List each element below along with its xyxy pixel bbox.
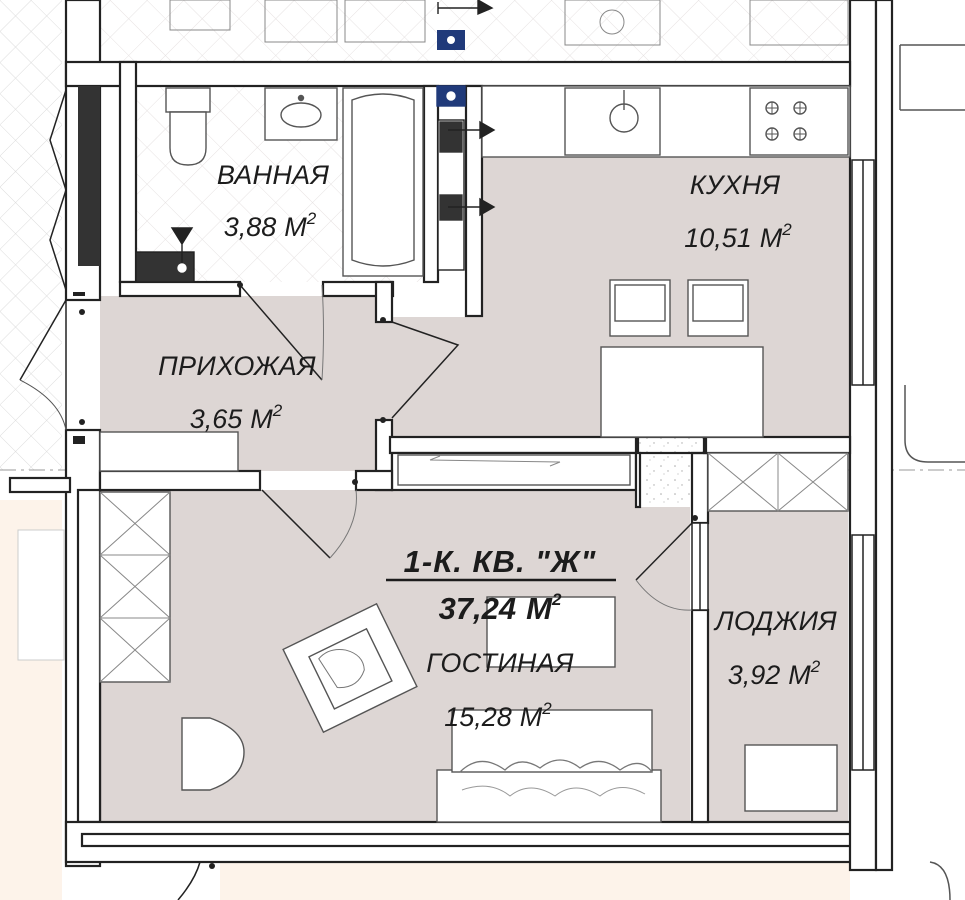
wall-hall-bottom-left <box>98 469 262 492</box>
doors <box>239 284 693 611</box>
wall-hall-kitchen-top <box>374 280 394 324</box>
sink-icon <box>280 102 322 128</box>
apartment-area-sup: 2 <box>551 590 562 609</box>
living-furniture <box>181 596 662 823</box>
dining-table <box>600 346 764 438</box>
bathroom-area-sup: 2 <box>306 209 317 228</box>
exterior-hatch <box>0 0 62 470</box>
hallway-area-value: 3,65 <box>190 404 244 434</box>
kitchen-area: 10,51 М2 <box>684 220 792 253</box>
upper-unit <box>70 0 850 62</box>
living-area-unit: М <box>520 702 543 732</box>
bathroom-area-value: 3,88 <box>224 212 277 242</box>
wall-left-inner <box>76 488 102 824</box>
door-kitchen <box>391 321 460 419</box>
outside-balcony-mid <box>904 385 965 463</box>
apartment-area-value: 37,24 <box>439 591 517 626</box>
outside-balcony-bottom <box>929 861 951 900</box>
armchair <box>282 602 418 734</box>
hallway-closet <box>99 431 239 472</box>
wall-loggia-top <box>702 435 852 455</box>
wall-entrance-stub <box>8 476 72 494</box>
wall-bath-bottom-left <box>118 280 242 298</box>
hallway-area-sup: 2 <box>272 401 283 420</box>
neighbour-area-bottom <box>220 862 850 900</box>
wall-bottom <box>64 820 878 864</box>
loggia-area-sup: 2 <box>810 657 821 676</box>
wall-bath-left <box>118 60 138 284</box>
bathroom-area-unit: М <box>284 212 307 242</box>
wall-loggia-top-left <box>690 451 710 525</box>
wall-hall-bottom-right <box>354 469 394 492</box>
living-area: 15,28 М2 <box>444 699 552 732</box>
living-name: ГОСТИНАЯ <box>426 648 574 678</box>
neighbour-fixture <box>17 529 65 661</box>
kitchen-area-value: 10,51 <box>684 223 752 253</box>
wall-shaft-left <box>634 451 642 509</box>
stove-unit <box>749 87 849 156</box>
apartment-title: 1-К. КВ. "Ж" <box>404 544 597 579</box>
coffee-table <box>486 596 616 668</box>
structure-marks <box>73 282 698 900</box>
kitchen-area-sup: 2 <box>781 220 792 239</box>
apartment-total-area: 37,24 М2 <box>439 590 562 626</box>
door-living <box>261 489 331 559</box>
toilet-bowl-icon <box>169 111 207 166</box>
bathtub-icon <box>351 93 415 267</box>
lamp-seat <box>181 717 245 791</box>
door-bathroom <box>239 284 323 381</box>
kitchen-wardrobe <box>397 454 631 486</box>
loggia-area-value: 3,92 <box>728 660 781 690</box>
hallway-area-unit: М <box>250 404 273 434</box>
wall-top <box>64 60 852 88</box>
kitchen-area-unit: М <box>760 223 783 253</box>
living-area-value: 15,28 <box>444 702 512 732</box>
apartment-area-unit: М <box>526 591 553 626</box>
loggia-table <box>744 744 838 812</box>
outside-balcony-top <box>899 44 965 111</box>
kitchen-name: КУХНЯ <box>690 170 781 200</box>
loggia-area-unit: М <box>788 660 811 690</box>
door-loggia <box>635 522 693 581</box>
bathroom-fixtures <box>135 87 424 283</box>
wall-kitchen-bottom <box>388 435 640 455</box>
toilet-tank <box>165 87 211 113</box>
wall-right-outer <box>874 0 894 872</box>
kitchen-fixtures <box>436 0 851 438</box>
hallway-name: ПРИХОЖАЯ <box>158 351 316 381</box>
living-area-sup: 2 <box>541 699 552 718</box>
storage <box>99 431 849 812</box>
windows <box>691 159 875 771</box>
loggia-name: ЛОДЖИЯ <box>713 606 837 636</box>
sofa <box>436 769 662 823</box>
bathroom-name: ВАННАЯ <box>217 160 330 190</box>
wall-loggia-left <box>690 608 710 824</box>
wall-bath-right <box>422 84 440 284</box>
left-facade <box>19 86 100 431</box>
